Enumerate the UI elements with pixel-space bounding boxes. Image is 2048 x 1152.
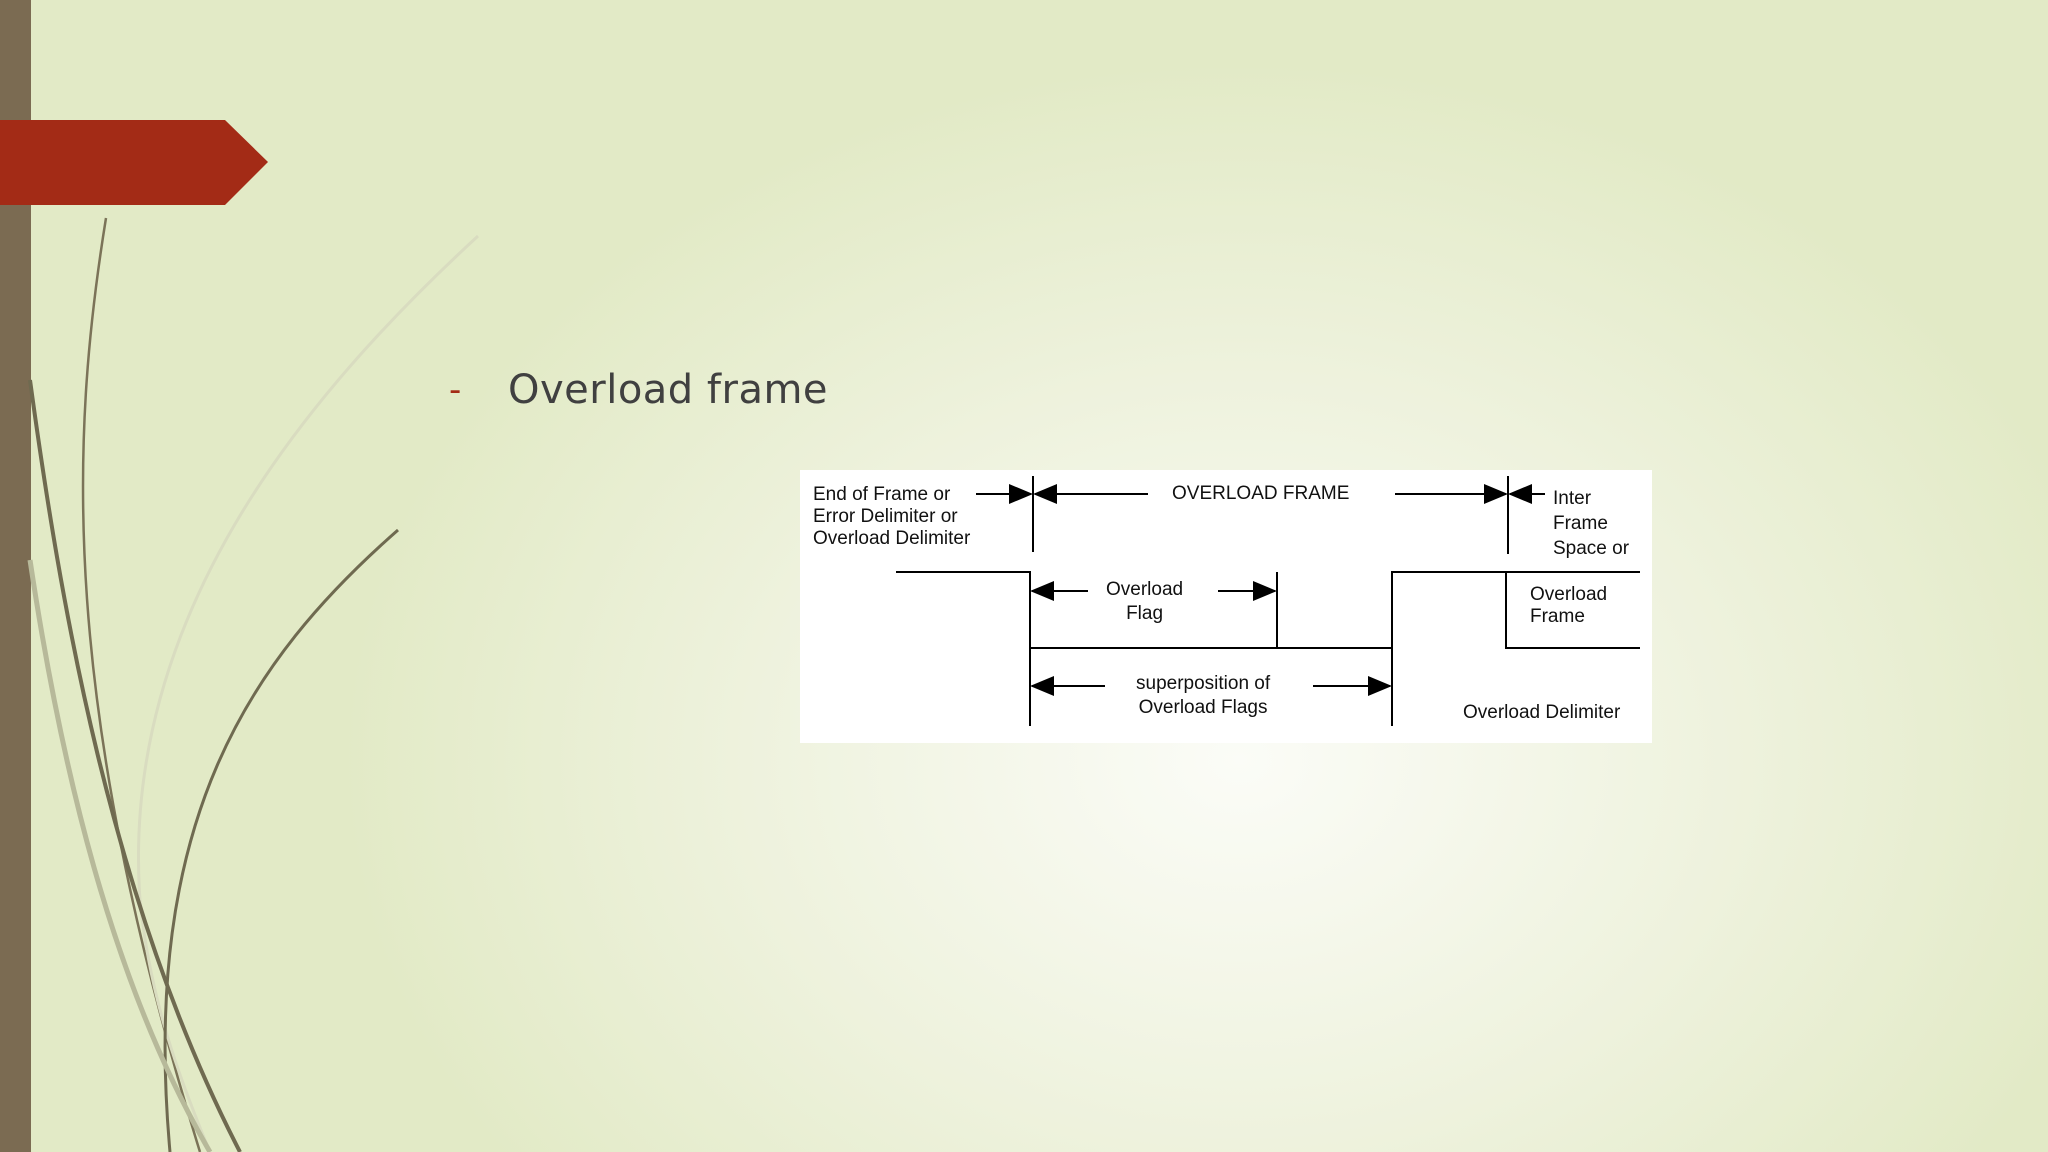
overload-frame-diagram: End of Frame or Error Delimiter or Overl… bbox=[800, 470, 1652, 743]
label-superposition: superposition of Overload Flags bbox=[1136, 673, 1271, 718]
title-flag-shape bbox=[0, 120, 268, 205]
label-overload-flag: Overload Flag bbox=[1106, 579, 1184, 624]
label-overload-delimiter: Overload Delimiter bbox=[1463, 702, 1621, 723]
label-end-of-frame: End of Frame or Error Delimiter or Overl… bbox=[813, 484, 971, 549]
bullet-text: Overload frame bbox=[508, 367, 829, 413]
label-inter-frame-space: Inter Frame Space or bbox=[1553, 488, 1630, 559]
label-overload-frame-right: Overload Frame bbox=[1530, 584, 1608, 627]
decorative-curves bbox=[27, 217, 480, 1152]
diagram-lines bbox=[896, 476, 1640, 726]
label-overload-frame: OVERLOAD FRAME bbox=[1172, 483, 1350, 504]
bullet-marker: - bbox=[449, 370, 462, 410]
